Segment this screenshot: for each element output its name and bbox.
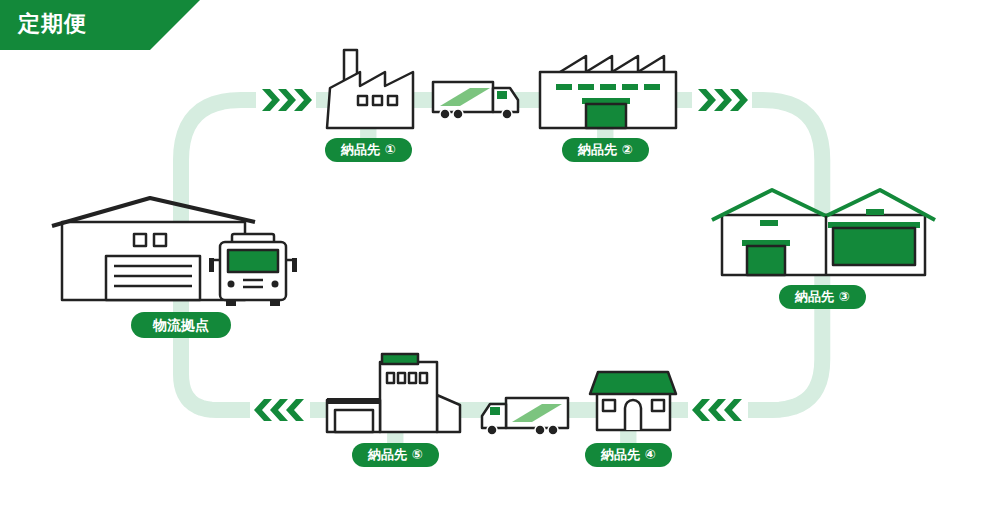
title: 定期便 xyxy=(18,9,87,39)
label-text: 納品先 ① xyxy=(341,141,396,159)
truck-icon xyxy=(433,82,518,119)
destination-label: 納品先 ③ xyxy=(779,285,866,309)
route-connector xyxy=(181,338,395,443)
label-text: 納品先 ⑤ xyxy=(368,446,423,464)
label-text: 納品先 ② xyxy=(578,141,633,159)
route-track xyxy=(181,338,395,443)
label-text: 納品先 ③ xyxy=(795,288,850,306)
label-text: 納品先 ④ xyxy=(601,446,656,464)
factory-icon xyxy=(327,50,413,128)
hub-label: 物流拠点 xyxy=(131,312,231,338)
truck-front-icon xyxy=(209,234,297,306)
title-banner xyxy=(0,0,200,50)
shop-icon xyxy=(590,372,676,430)
destination-label: 納品先 ② xyxy=(562,138,649,162)
label-text: 物流拠点 xyxy=(153,315,209,335)
destination-label: 納品先 ⑤ xyxy=(352,443,439,467)
chevron-arrowhead xyxy=(692,86,752,114)
warehouse-icon xyxy=(540,56,676,128)
office-building-icon xyxy=(327,354,460,432)
chevron-arrowhead xyxy=(256,86,316,114)
chevron-arrowhead xyxy=(250,396,310,424)
warehouse-icon xyxy=(712,190,935,275)
destination-label: 納品先 ① xyxy=(325,138,412,162)
chevron-arrowhead xyxy=(688,396,748,424)
destination-label: 納品先 ④ xyxy=(585,443,672,467)
truck-icon xyxy=(482,398,568,435)
